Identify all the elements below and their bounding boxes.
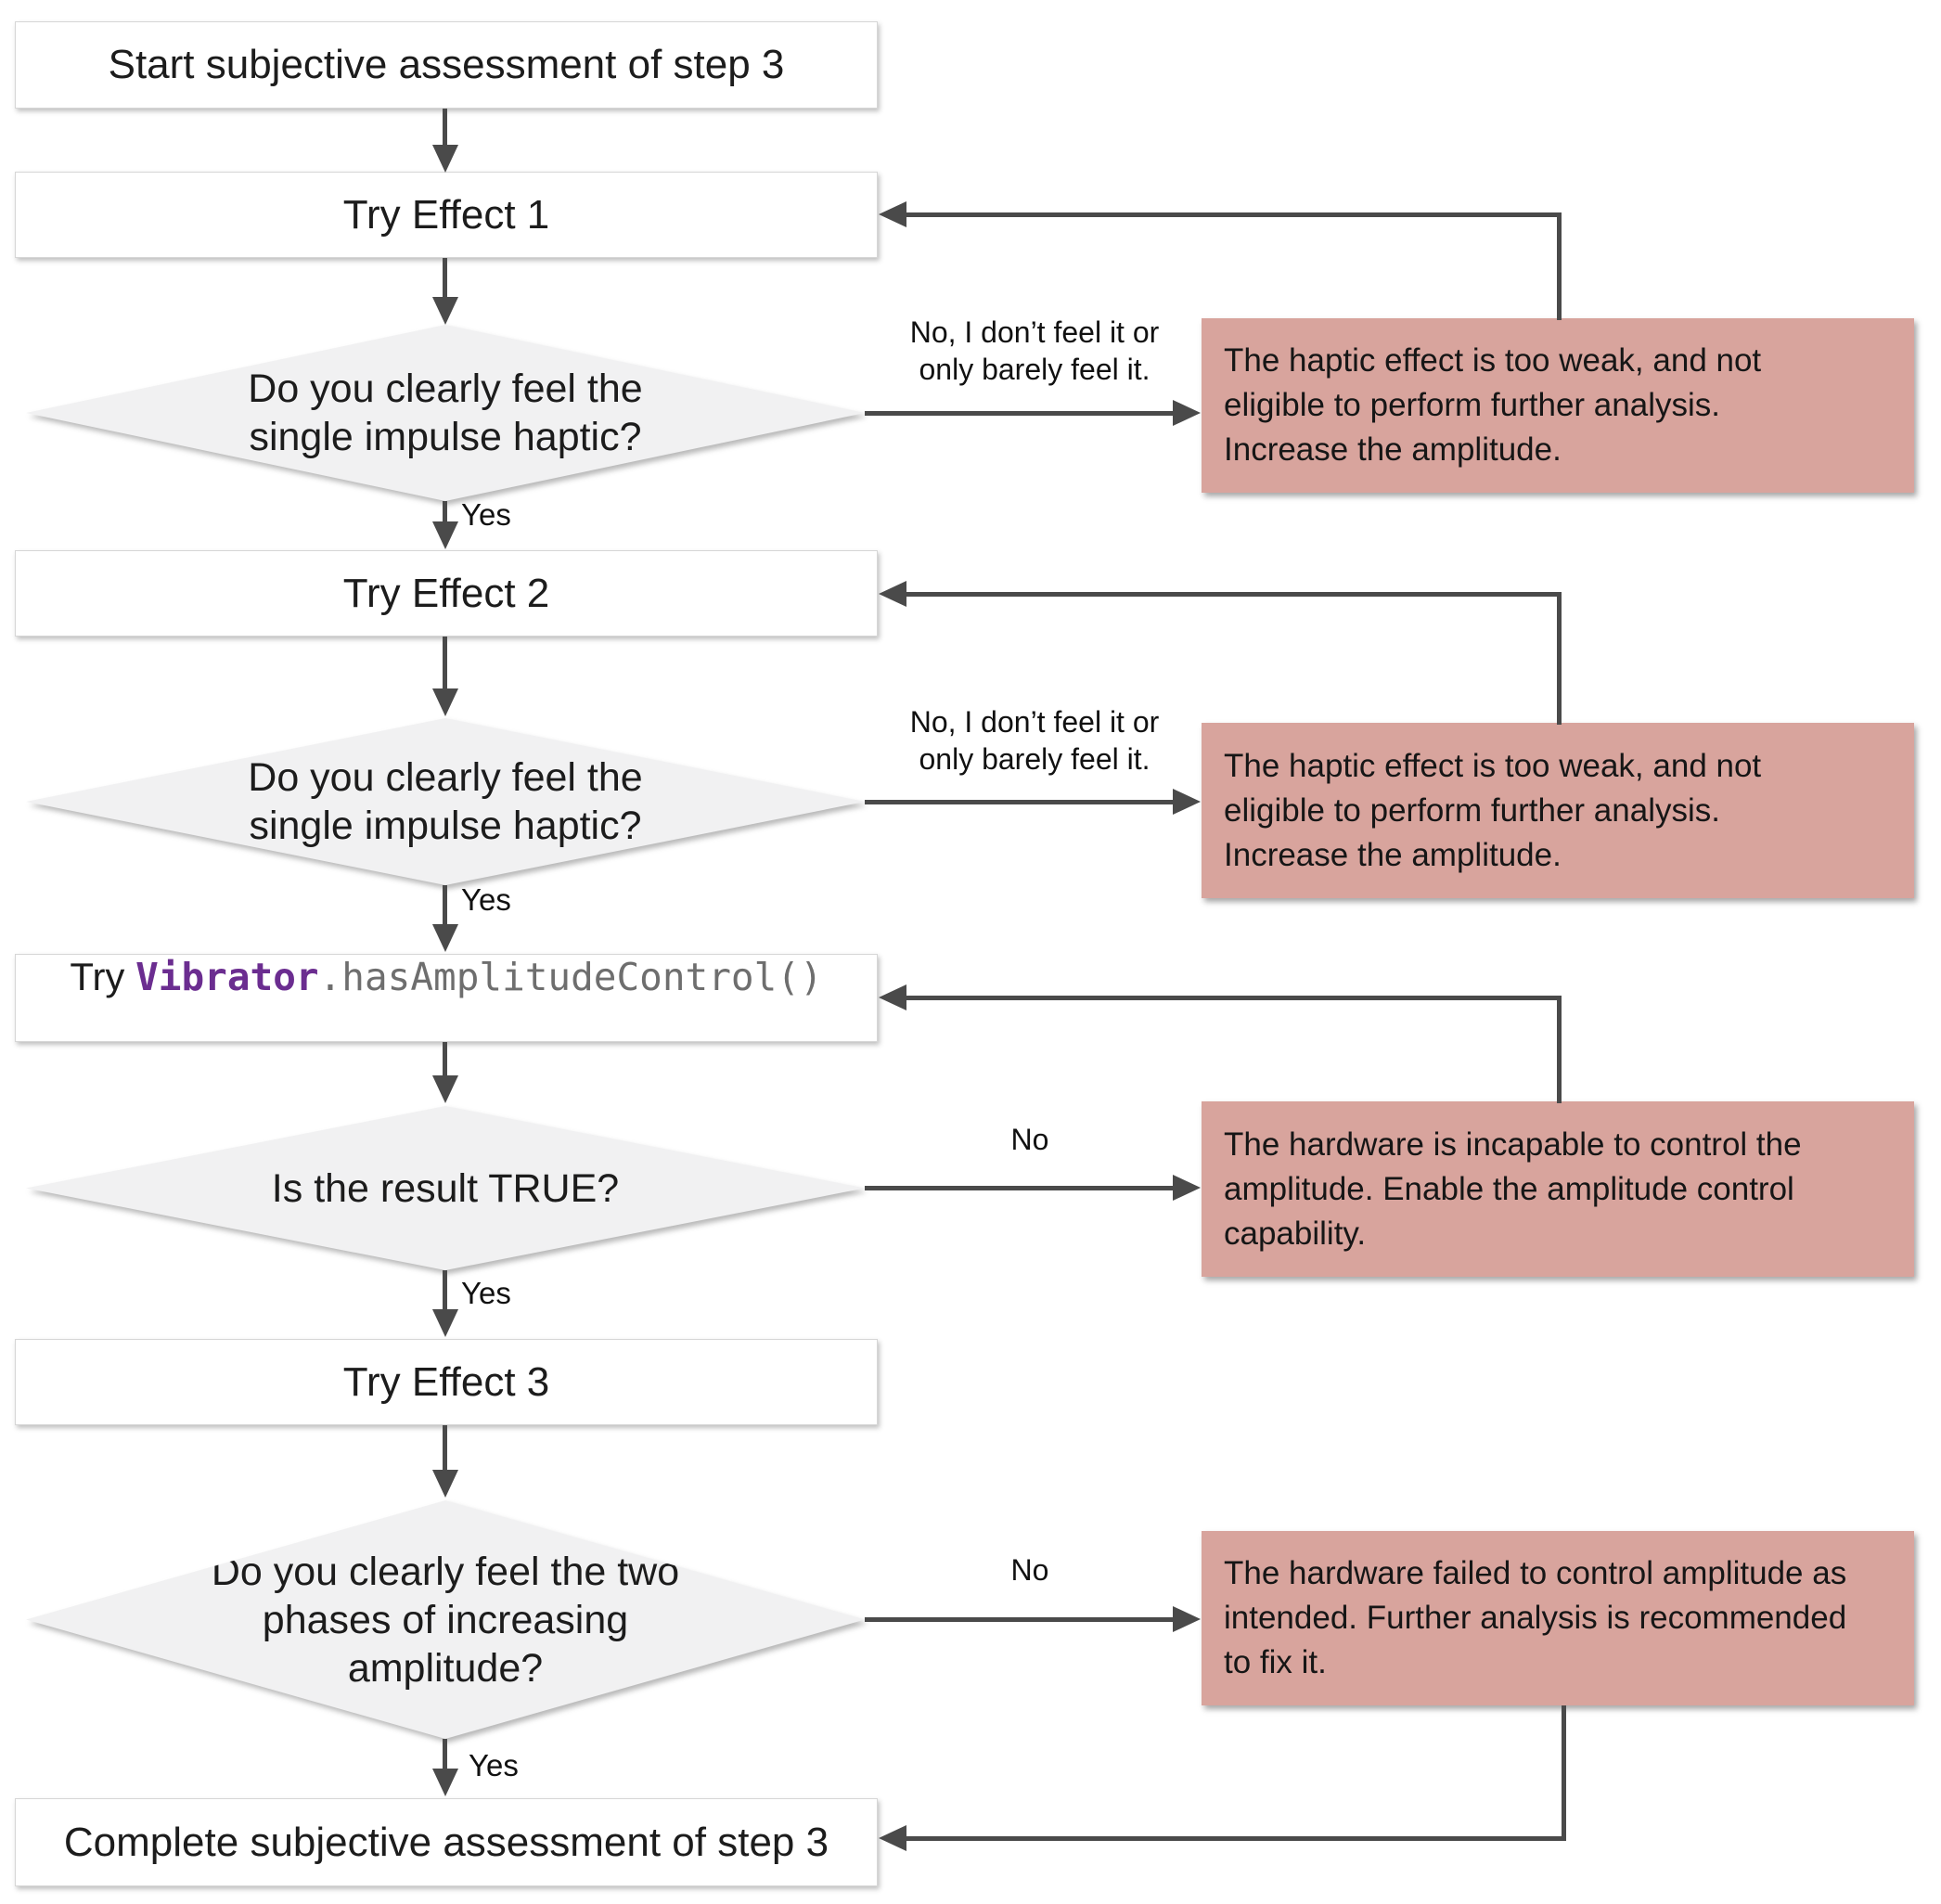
connector-code-to-decision3 <box>443 1042 447 1077</box>
decision-feel-two-phases: Do you clearly feel the two phases of in… <box>26 1500 865 1739</box>
label-yes-4: Yes <box>469 1748 519 1782</box>
arrow-down-icon <box>432 688 458 716</box>
node-try-effect-1-label: Try Effect 1 <box>342 191 550 238</box>
connector-decision2-yes <box>443 885 447 926</box>
alert-failed: The hardware failed to control amplitude… <box>1202 1531 1914 1705</box>
arrow-right-icon <box>1173 1175 1201 1201</box>
connector-loop2-vertical <box>1557 594 1562 725</box>
connector-decision3-no <box>865 1186 1173 1190</box>
node-try-amplitude-control: Try Vibrator .hasAmplitudeControl() <box>15 954 878 1042</box>
alert-too-weak-2-text: The haptic effect is too weak, and not e… <box>1224 747 1762 873</box>
arrow-left-icon <box>879 984 906 1010</box>
arrow-down-icon <box>432 1309 458 1337</box>
arrow-down-icon <box>432 1769 458 1796</box>
code-prefix: Try <box>70 955 136 998</box>
connector-loop1-horizontal <box>905 212 1562 217</box>
arrow-down-icon <box>432 1075 458 1103</box>
arrow-down-icon <box>432 924 458 952</box>
connector-loop3-horizontal <box>905 996 1562 1000</box>
connector-effect1-to-decision1 <box>443 258 447 300</box>
connector-start-to-effect1 <box>443 109 447 148</box>
alert-too-weak-1: The haptic effect is too weak, and not e… <box>1202 318 1914 493</box>
connector-decision1-no <box>865 411 1173 416</box>
connector-loop4-horizontal <box>905 1836 1566 1841</box>
decision-feel-impulse-1: Do you clearly feel the single impulse h… <box>26 325 865 501</box>
arrow-left-icon <box>879 1825 906 1851</box>
node-try-effect-3-label: Try Effect 3 <box>342 1358 550 1405</box>
decision-feel-impulse-1-label: Do you clearly feel the single impulse h… <box>248 367 643 459</box>
label-no-dont-feel-2: No, I don’t feel it or only barely feel … <box>909 705 1160 776</box>
arrow-right-icon <box>1173 1606 1201 1632</box>
label-no-4: No <box>1010 1553 1049 1587</box>
alert-too-weak-1-text: The haptic effect is too weak, and not e… <box>1224 342 1762 468</box>
connector-loop2-horizontal <box>905 592 1562 597</box>
arrow-down-icon <box>432 521 458 549</box>
arrow-down-icon <box>432 1470 458 1498</box>
decision-result-true-label: Is the result TRUE? <box>271 1165 620 1211</box>
node-try-effect-3: Try Effect 3 <box>15 1339 878 1425</box>
alert-incapable-text: The hardware is incapable to control the… <box>1224 1126 1802 1252</box>
decision-result-true: Is the result TRUE? <box>26 1106 865 1270</box>
arrow-left-icon <box>879 201 906 227</box>
alert-failed-text: The hardware failed to control amplitude… <box>1224 1555 1847 1680</box>
node-complete: Complete subjective assessment of step 3 <box>15 1798 878 1886</box>
label-yes-3: Yes <box>461 1276 511 1310</box>
decision-feel-impulse-2-label: Do you clearly feel the single impulse h… <box>248 755 643 848</box>
connector-decision2-no <box>865 800 1173 804</box>
node-start-label: Start subjective assessment of step 3 <box>108 42 785 87</box>
alert-too-weak-2: The haptic effect is too weak, and not e… <box>1202 723 1914 898</box>
node-try-effect-2: Try Effect 2 <box>15 550 878 637</box>
connector-decision3-yes <box>443 1270 447 1311</box>
connector-effect2-to-decision2 <box>443 637 447 690</box>
code-call: .hasAmplitudeControl() <box>318 955 823 999</box>
arrow-right-icon <box>1173 789 1201 815</box>
connector-loop3-vertical <box>1557 997 1562 1103</box>
arrow-down-icon <box>432 145 458 173</box>
arrow-down-icon <box>432 297 458 325</box>
node-try-effect-1: Try Effect 1 <box>15 172 878 258</box>
label-yes-2: Yes <box>461 882 511 917</box>
arrow-left-icon <box>879 581 906 607</box>
connector-loop4-vertical <box>1562 1705 1566 1841</box>
decision-feel-impulse-2: Do you clearly feel the single impulse h… <box>26 718 865 885</box>
alert-incapable: The hardware is incapable to control the… <box>1202 1101 1914 1277</box>
node-start: Start subjective assessment of step 3 <box>15 21 878 109</box>
arrow-right-icon <box>1173 400 1201 426</box>
decision-feel-two-phases-label: Do you clearly feel the two phases of in… <box>211 1549 680 1691</box>
node-try-effect-2-label: Try Effect 2 <box>342 570 550 616</box>
label-no-3: No <box>1010 1123 1049 1156</box>
label-no-dont-feel-1: No, I don’t feel it or only barely feel … <box>909 315 1160 386</box>
connector-decision1-yes <box>443 501 447 524</box>
connector-decision4-yes <box>443 1739 447 1770</box>
label-yes-1: Yes <box>461 497 511 532</box>
node-complete-label: Complete subjective assessment of step 3 <box>63 1819 829 1865</box>
connector-effect3-to-decision4 <box>443 1425 447 1472</box>
connector-loop1-vertical <box>1557 214 1562 320</box>
code-keyword: Vibrator <box>135 955 319 999</box>
connector-decision4-no <box>865 1617 1173 1622</box>
